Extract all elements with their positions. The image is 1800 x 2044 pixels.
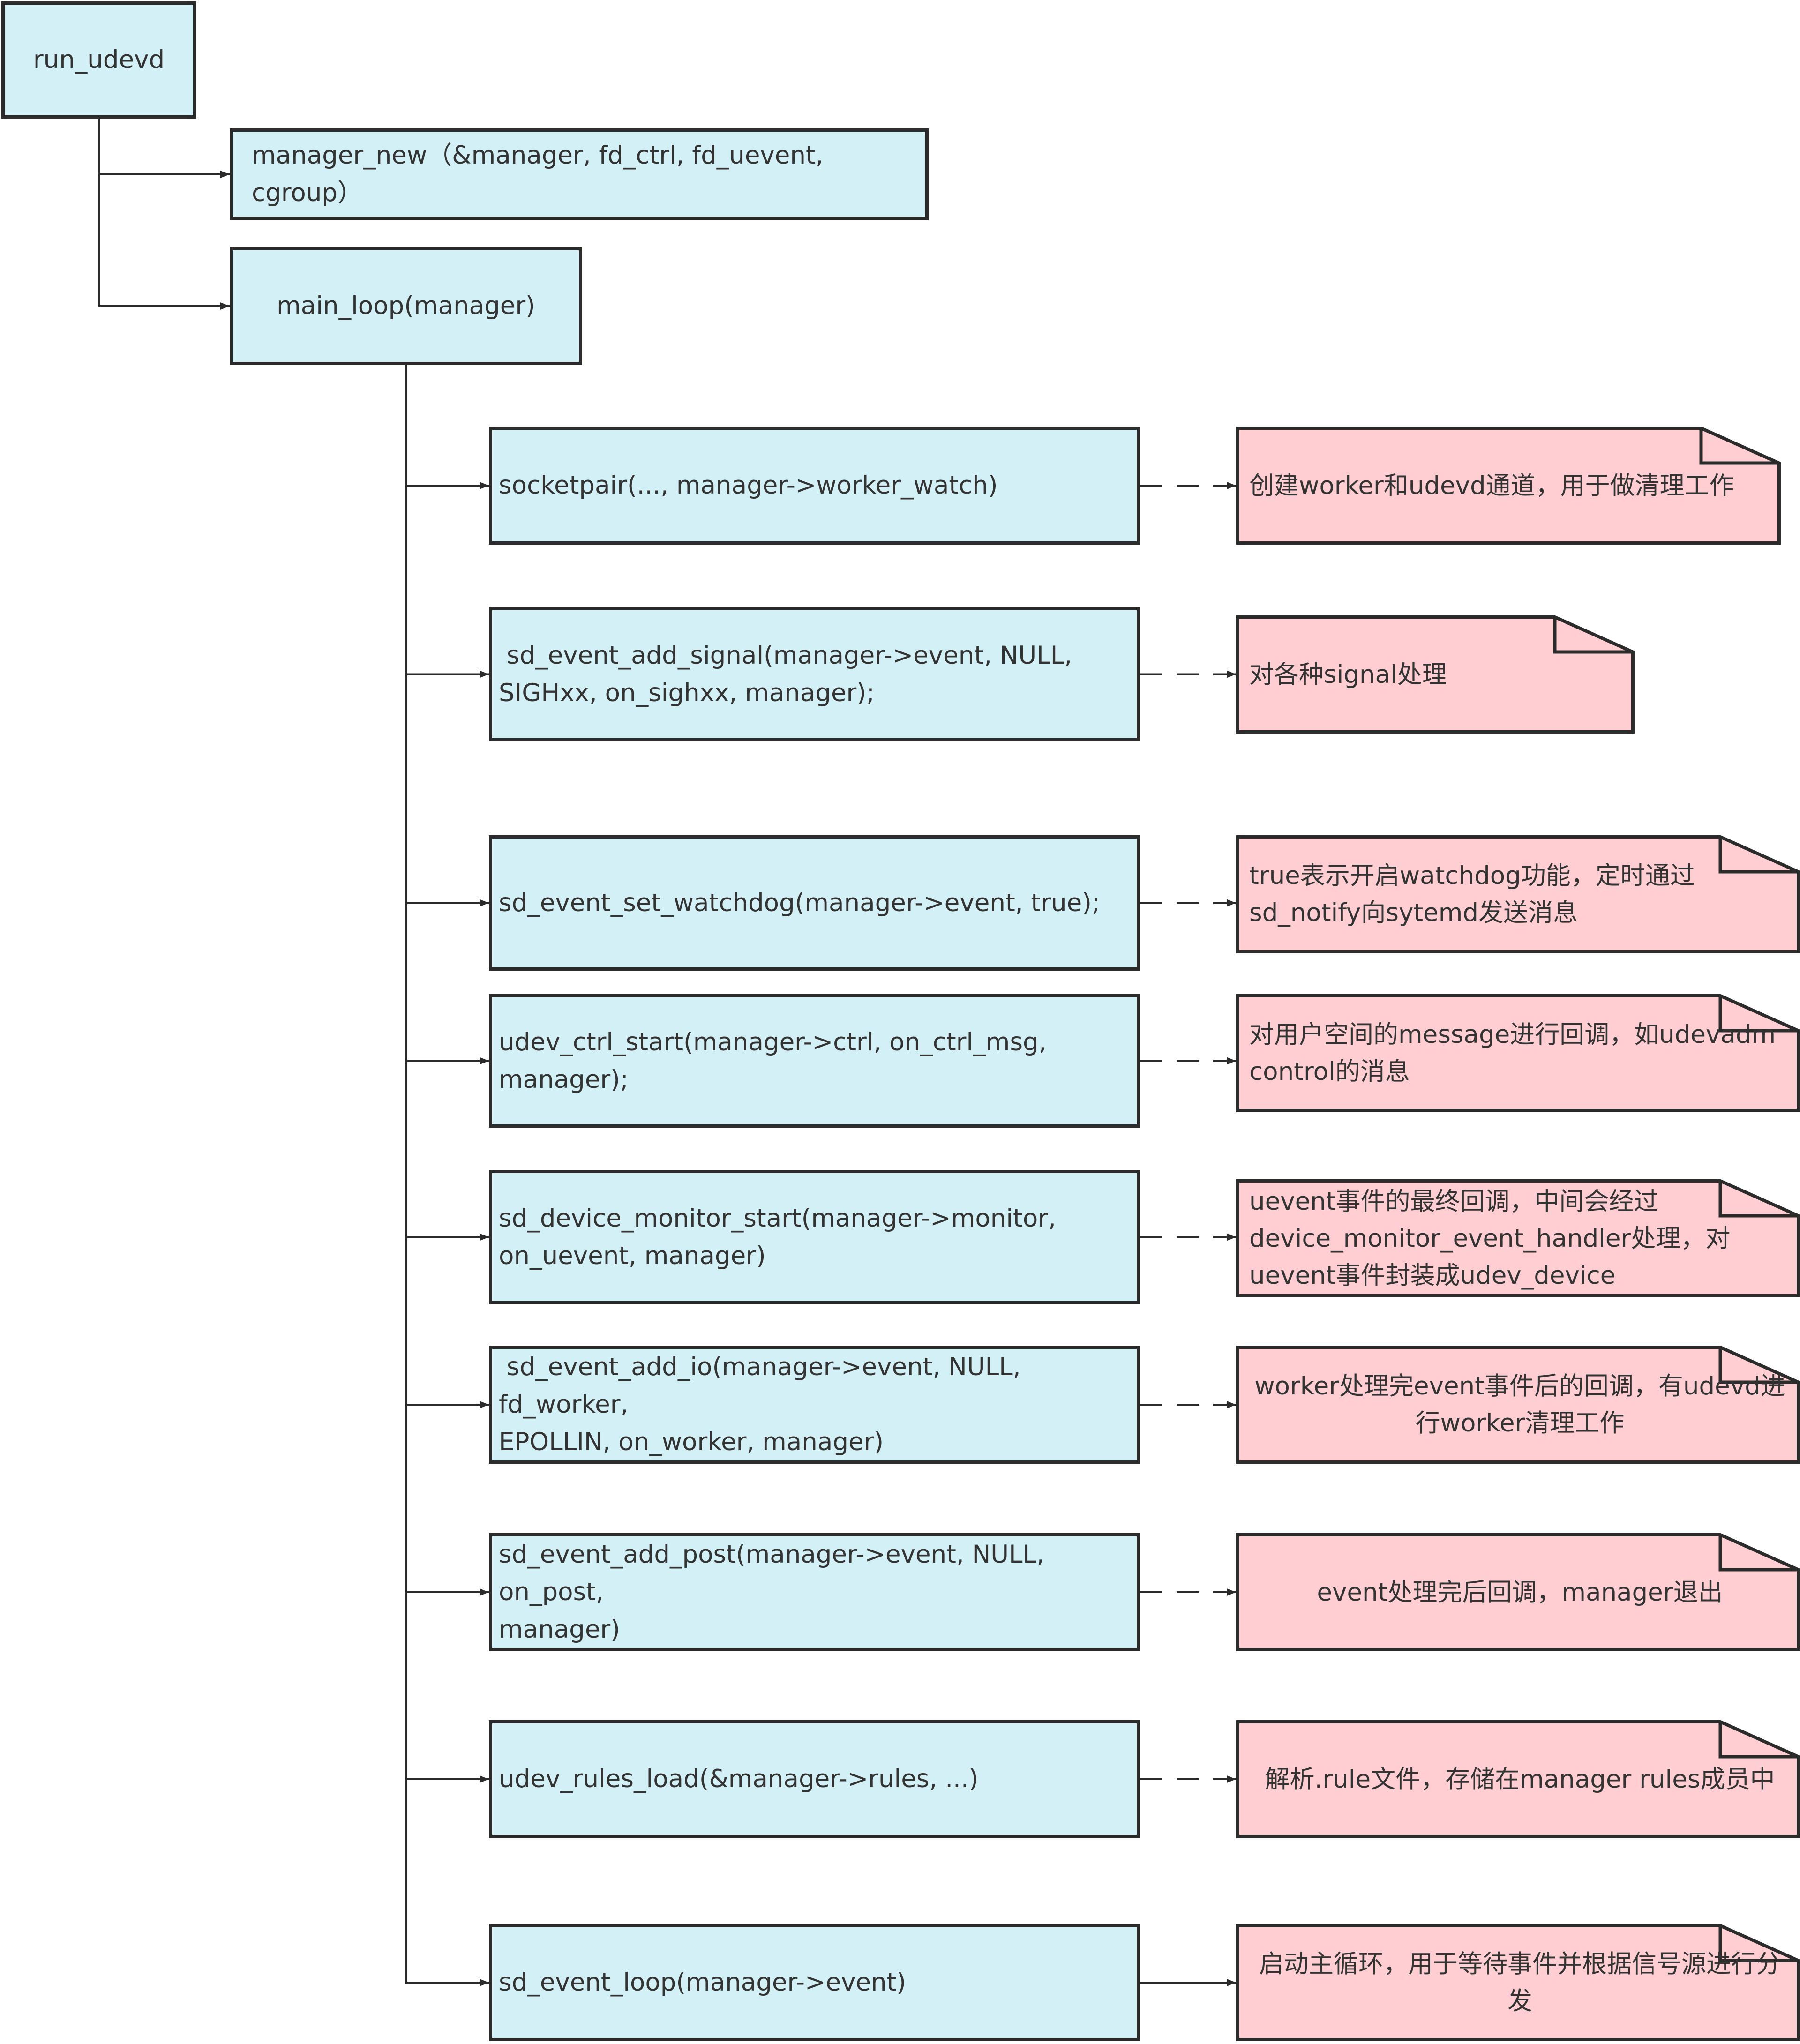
note-fold bbox=[1718, 1181, 1799, 1218]
socketpair-call-node: socketpair(..., manager->worker_watch) bbox=[489, 427, 1140, 545]
add-post-call-label: sd_event_add_post(manager->event, NULL, … bbox=[499, 1540, 1044, 1644]
set-watchdog-note-text: true表示开启watchdog功能，定时通过 sd_notify向sytemd… bbox=[1249, 861, 1695, 927]
note-shape bbox=[1236, 1533, 1800, 1651]
note-body bbox=[1236, 1533, 1800, 1651]
edge-root-to-manager-new bbox=[98, 119, 230, 178]
note-shape bbox=[1236, 994, 1800, 1112]
note-fold bbox=[1718, 837, 1799, 874]
rules-load-call-label: udev_rules_load(&manager->rules, ...) bbox=[499, 1765, 979, 1793]
note-body bbox=[1236, 615, 1635, 734]
add-signal-call-node: sd_event_add_signal(manager->event, NULL… bbox=[489, 607, 1140, 741]
ctrl-start-note-text: 对用户空间的message进行回调，如udevadm control的消息 bbox=[1249, 1020, 1776, 1086]
set-watchdog-note: true表示开启watchdog功能，定时通过 sd_notify向sytemd… bbox=[1236, 835, 1800, 953]
add-signal-note: 对各种signal处理 bbox=[1236, 615, 1635, 734]
run-udevd-node: run_udevd bbox=[1, 1, 196, 119]
edge-main-loop-to-step bbox=[405, 1405, 489, 1596]
edge-main-loop-to-step bbox=[405, 1779, 489, 1986]
note-fold bbox=[1699, 428, 1779, 465]
main-loop-label: main_loop(manager) bbox=[277, 292, 535, 320]
run-udevd-label: run_udevd bbox=[33, 45, 165, 74]
manager-new-label: manager_new（&manager, fd_ctrl, fd_uevent… bbox=[252, 141, 832, 207]
monitor-start-note-text: uevent事件的最终回调，中间会经过 device_monitor_event… bbox=[1249, 1187, 1731, 1290]
set-watchdog-call-label: sd_event_set_watchdog(manager->event, tr… bbox=[499, 888, 1100, 917]
add-io-call-label: sd_event_add_io(manager->event, NULL, fd… bbox=[499, 1353, 1021, 1456]
edge-main-loop-to-step bbox=[405, 674, 489, 907]
add-io-call-node: sd_event_add_io(manager->event, NULL, fd… bbox=[489, 1346, 1140, 1464]
manager-new-node: manager_new（&manager, fd_ctrl, fd_uevent… bbox=[230, 128, 929, 220]
event-loop-note-text: 启动主循环，用于等待事件并根据信号源进行分 发 bbox=[1259, 1950, 1781, 2015]
edge-main-loop-to-step bbox=[405, 903, 489, 1065]
note-fold bbox=[1718, 1535, 1799, 1572]
edge-main-loop-to-step bbox=[405, 1592, 489, 1783]
monitor-start-call-label: sd_device_monitor_start(manager->monitor… bbox=[499, 1204, 1056, 1270]
edge-main-loop-to-step bbox=[405, 1237, 489, 1408]
note-shape bbox=[1236, 1346, 1800, 1464]
note-body bbox=[1236, 835, 1800, 953]
note-fold bbox=[1718, 996, 1799, 1033]
socketpair-note: 创建worker和udevd通道，用于做清理工作 bbox=[1236, 427, 1781, 545]
rules-load-call-node: udev_rules_load(&manager->rules, ...) bbox=[489, 1720, 1140, 1838]
add-signal-call-label: sd_event_add_signal(manager->event, NULL… bbox=[499, 641, 1072, 707]
ctrl-start-note: 对用户空间的message进行回调，如udevadm control的消息 bbox=[1236, 994, 1800, 1112]
monitor-start-call-node: sd_device_monitor_start(manager->monitor… bbox=[489, 1170, 1140, 1304]
socketpair-note-text: 创建worker和udevd通道，用于做清理工作 bbox=[1249, 471, 1734, 500]
add-io-note: worker处理完event事件后的回调，有udevd进 行worker清理工作 bbox=[1236, 1346, 1800, 1464]
add-io-note-text: worker处理完event事件后的回调，有udevd进 行worker清理工作 bbox=[1254, 1372, 1785, 1438]
ctrl-start-call-label: udev_ctrl_start(manager->ctrl, on_ctrl_m… bbox=[499, 1027, 1047, 1094]
note-shape bbox=[1236, 615, 1635, 734]
note-shape bbox=[1236, 1720, 1800, 1838]
socketpair-call-label: socketpair(..., manager->worker_watch) bbox=[499, 471, 998, 500]
note-shape bbox=[1236, 835, 1800, 953]
main-loop-node: main_loop(manager) bbox=[230, 247, 582, 365]
ctrl-start-call-node: udev_ctrl_start(manager->ctrl, on_ctrl_m… bbox=[489, 994, 1140, 1128]
monitor-start-note: uevent事件的最终回调，中间会经过 device_monitor_event… bbox=[1236, 1179, 1800, 1297]
edge-main-loop-to-step bbox=[405, 1061, 489, 1241]
event-loop-call-node: sd_event_loop(manager->event) bbox=[489, 1924, 1140, 2041]
rules-load-note-text: 解析.rule文件，存储在manager rules成员中 bbox=[1265, 1765, 1775, 1794]
event-loop-note: 启动主循环，用于等待事件并根据信号源进行分 发 bbox=[1236, 1924, 1800, 2041]
note-body bbox=[1236, 1720, 1800, 1838]
note-shape bbox=[1236, 1924, 1800, 2041]
add-signal-note-text: 对各种signal处理 bbox=[1249, 660, 1447, 689]
note-fold bbox=[1718, 1347, 1799, 1384]
edge-main-loop-to-step bbox=[405, 486, 489, 678]
set-watchdog-call-node: sd_event_set_watchdog(manager->event, tr… bbox=[489, 835, 1140, 971]
add-post-note: event处理完后回调，manager退出 bbox=[1236, 1533, 1800, 1651]
add-post-call-node: sd_event_add_post(manager->event, NULL, … bbox=[489, 1533, 1140, 1651]
note-body bbox=[1236, 1346, 1800, 1464]
edge-root-to-main-loop bbox=[98, 174, 230, 310]
add-post-note-text: event处理完后回调，manager退出 bbox=[1317, 1578, 1723, 1607]
note-shape bbox=[1236, 427, 1781, 545]
note-body bbox=[1236, 427, 1781, 545]
note-shape bbox=[1236, 1179, 1800, 1297]
note-fold bbox=[1553, 617, 1633, 654]
note-body bbox=[1236, 1924, 1800, 2041]
rules-load-note: 解析.rule文件，存储在manager rules成员中 bbox=[1236, 1720, 1800, 1838]
note-body bbox=[1236, 1179, 1800, 1297]
note-fold bbox=[1718, 1925, 1799, 1962]
note-fold bbox=[1718, 1722, 1799, 1759]
event-loop-call-label: sd_event_loop(manager->event) bbox=[499, 1968, 907, 1997]
note-body bbox=[1236, 994, 1800, 1112]
edge-main-loop-to-step bbox=[405, 365, 489, 489]
